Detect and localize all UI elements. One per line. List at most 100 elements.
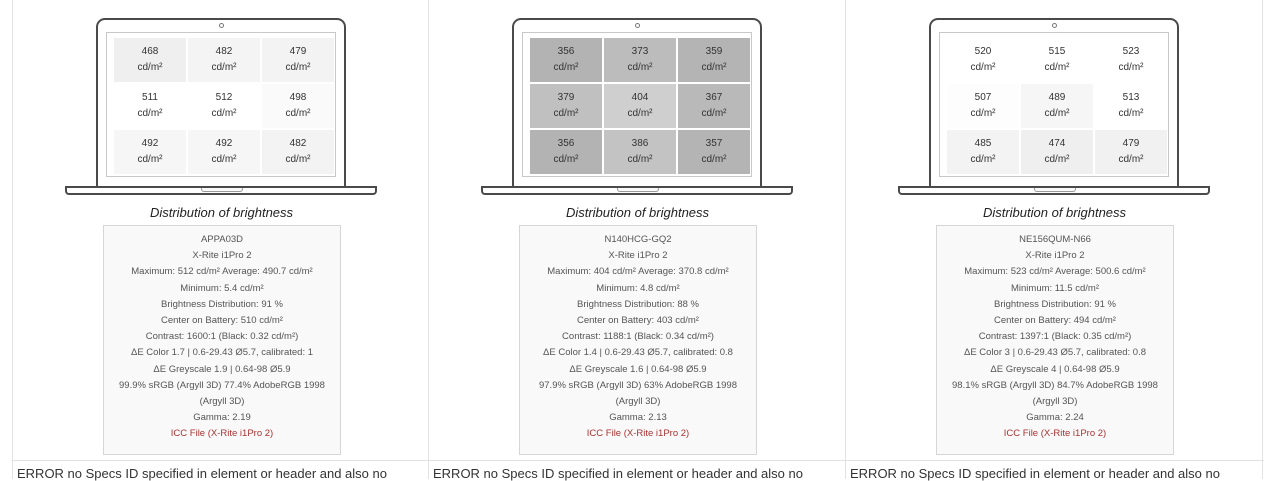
brightness-cell: 489 cd/m²: [1021, 84, 1093, 128]
center-on-battery: Center on Battery: 403 cd/m²: [577, 315, 699, 327]
cell-unit: cd/m²: [211, 154, 237, 165]
cell-value: 379: [557, 92, 575, 103]
max-average-brightness: Maximum: 523 cd/m² Average: 500.6 cd/m²: [964, 266, 1146, 278]
cell-unit: cd/m²: [137, 108, 163, 119]
cell-value: 479: [1122, 138, 1140, 149]
panel-model: NE156QUM-N66: [1019, 234, 1091, 245]
delta-e-color: ΔE Color 1.4 | 0.6-29.43 Ø5.7, calibrate…: [543, 347, 733, 359]
cell-value: 356: [557, 138, 575, 149]
brightness-cell: 492 cd/m²: [188, 130, 260, 174]
icc-file-link[interactable]: ICC File (X-Rite i1Pro 2): [170, 428, 274, 440]
laptop-notch: [1034, 188, 1076, 192]
cell-value: 404: [631, 92, 649, 103]
center-on-battery: Center on Battery: 494 cd/m²: [994, 315, 1116, 327]
delta-e-greyscale: ΔE Greyscale 1.6 | 0.64-98 Ø5.9: [569, 363, 707, 375]
cell-value: 479: [289, 46, 307, 57]
brightness-caption: Distribution of brightness: [982, 205, 1127, 220]
cell-value: 513: [1122, 92, 1140, 103]
measurement-device: X-Rite i1Pro 2: [608, 250, 668, 262]
cell-unit: cd/m²: [553, 108, 579, 119]
cell-unit: cd/m²: [701, 62, 727, 73]
brightness-cell: 373 cd/m²: [604, 38, 676, 82]
cell-value: 485: [974, 138, 992, 149]
cell-unit: cd/m²: [970, 154, 996, 165]
cell-unit: cd/m²: [627, 62, 653, 73]
contrast: Contrast: 1188:1 (Black: 0.34 cd/m²): [562, 331, 714, 343]
cell-value: 492: [215, 138, 233, 149]
cell-value: 515: [1048, 46, 1066, 57]
gamma: Gamma: 2.24: [1026, 412, 1084, 424]
brightness-cell: 379 cd/m²: [530, 84, 602, 128]
cell-unit: cd/m²: [285, 108, 311, 119]
brightness-distribution: Brightness Distribution: 91 %: [161, 298, 283, 310]
color-gamut: 98.1% sRGB (Argyll 3D) 84.7% AdobeRGB 19…: [952, 379, 1158, 408]
cell-unit: cd/m²: [211, 108, 237, 119]
cell-unit: cd/m²: [285, 62, 311, 73]
laptop-notch: [617, 188, 659, 192]
brightness-cell: 479 cd/m²: [262, 38, 334, 82]
measurement-device: X-Rite i1Pro 2: [1025, 250, 1085, 262]
cell-value: 356: [557, 46, 575, 57]
cell-unit: cd/m²: [285, 154, 311, 165]
display-info-box: APPA03D X-Rite i1Pro 2 Maximum: 512 cd/m…: [103, 225, 341, 455]
error-message: ERROR no Specs ID specified in element o…: [433, 466, 803, 481]
brightness-cell: 513 cd/m²: [1095, 84, 1167, 128]
cell-value: 386: [631, 138, 649, 149]
contrast: Contrast: 1600:1 (Black: 0.32 cd/m²): [145, 331, 299, 343]
cell-value: 482: [215, 46, 233, 57]
panel-model: APPA03D: [200, 234, 244, 245]
delta-e-greyscale: ΔE Greyscale 1.9 | 0.64-98 Ø5.9: [153, 363, 291, 375]
gamma: Gamma: 2.13: [609, 412, 667, 424]
brightness-cell: 359 cd/m²: [678, 38, 750, 82]
cell-value: 373: [631, 46, 649, 57]
cell-unit: cd/m²: [701, 108, 727, 119]
cell-value: 489: [1048, 92, 1066, 103]
icc-file-link[interactable]: ICC File (X-Rite i1Pro 2): [1003, 428, 1107, 440]
webcam-icon: [1051, 23, 1057, 28]
cell-unit: cd/m²: [627, 154, 653, 165]
brightness-caption: Distribution of brightness: [565, 205, 710, 220]
delta-e-greyscale: ΔE Greyscale 4 | 0.64-98 Ø5.9: [990, 363, 1120, 375]
brightness-cell: 498 cd/m²: [262, 84, 334, 128]
cell-unit: cd/m²: [1118, 108, 1144, 119]
cell-unit: cd/m²: [553, 154, 579, 165]
measurement-device: X-Rite i1Pro 2: [192, 250, 252, 262]
delta-e-color: ΔE Color 3 | 0.6-29.43 Ø5.7, calibrated:…: [963, 347, 1147, 359]
cell-unit: cd/m²: [970, 108, 996, 119]
cell-value: 359: [705, 46, 723, 57]
cell-unit: cd/m²: [1044, 108, 1070, 119]
laptop-base: [898, 186, 1210, 195]
panel-model: N140HCG-GQ2: [604, 234, 672, 245]
cell-unit: cd/m²: [1044, 154, 1070, 165]
webcam-icon: [218, 23, 224, 28]
cell-unit: cd/m²: [701, 154, 727, 165]
brightness-distribution: Brightness Distribution: 88 %: [577, 298, 699, 310]
cell-value: 498: [289, 92, 307, 103]
icc-file-link[interactable]: ICC File (X-Rite i1Pro 2): [586, 428, 690, 440]
cell-unit: cd/m²: [970, 62, 996, 73]
brightness-distribution: Brightness Distribution: 91 %: [994, 298, 1116, 310]
brightness-cell: 356 cd/m²: [530, 130, 602, 174]
